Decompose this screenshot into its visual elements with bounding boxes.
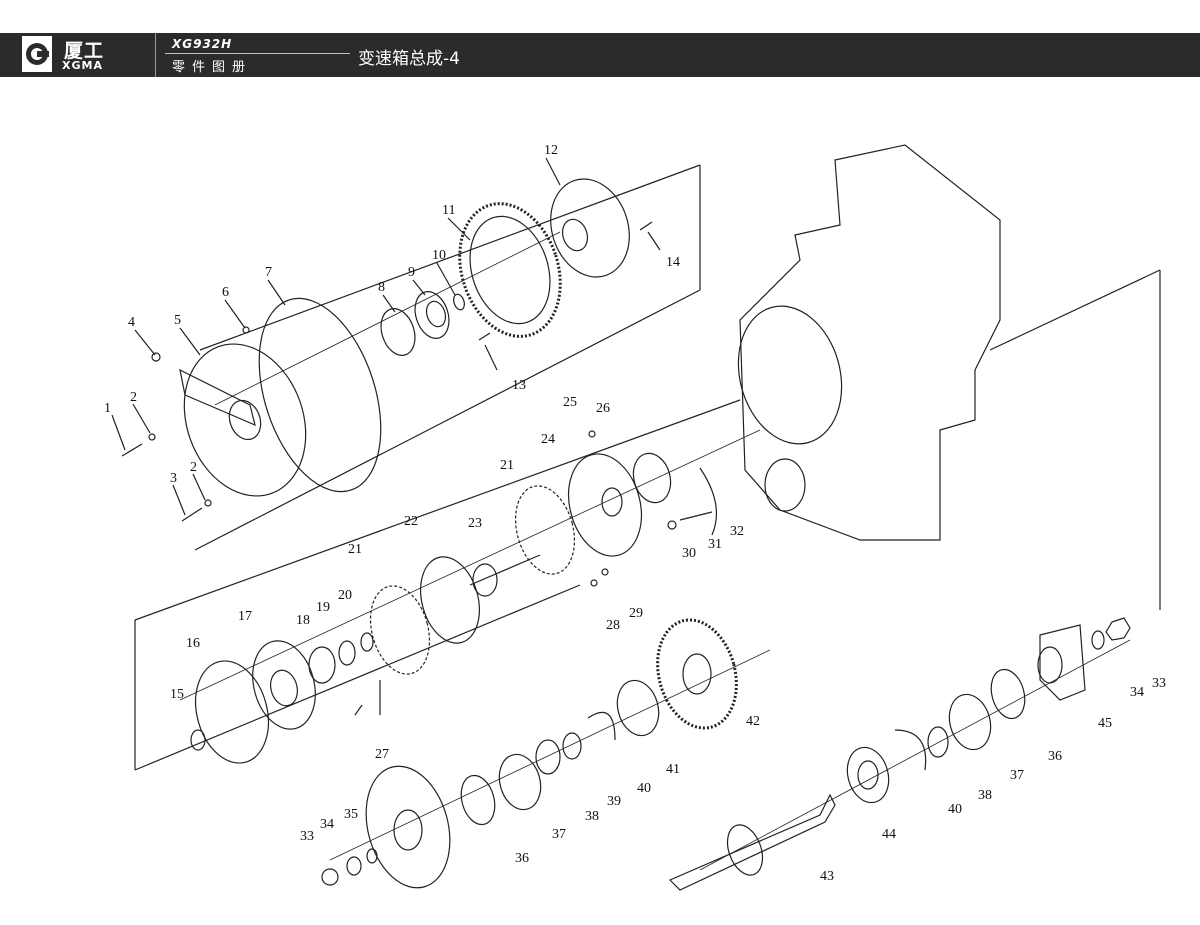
callout-21: 21 [500,458,514,473]
callout-14: 14 [666,255,680,270]
callout-43: 43 [820,869,834,884]
callout-9: 9 [408,265,415,280]
callout-4: 4 [128,315,135,330]
callout-2: 2 [130,390,137,405]
xgma-logo-icon [22,36,52,72]
callout-45: 45 [1098,716,1112,731]
callout-25: 25 [563,395,577,410]
callout-40: 40 [948,802,962,817]
callout-10: 10 [432,248,446,263]
callout-36: 36 [515,851,529,866]
callout-34: 34 [1130,685,1144,700]
model-number: XG932H [172,37,233,51]
callout-44: 44 [882,827,896,842]
callout-38: 38 [978,788,992,803]
callout-36: 36 [1048,749,1062,764]
callout-35: 35 [344,807,358,822]
callout-1: 1 [104,401,111,416]
callout-23: 23 [468,516,482,531]
callout-40: 40 [637,781,651,796]
header-bar [0,33,1200,77]
callout-39: 39 [607,794,621,809]
catalog-label: 零件图册 [172,60,253,75]
callout-34: 34 [320,817,334,832]
callout-30: 30 [682,546,696,561]
callout-20: 20 [338,588,352,603]
callout-3: 3 [170,471,177,486]
model-underline [165,53,350,54]
header-divider [155,33,156,77]
callout-29: 29 [629,606,643,621]
callout-16: 16 [186,636,200,651]
callout-32: 32 [730,524,744,539]
callout-13: 13 [512,378,526,393]
callout-19: 19 [316,600,330,615]
callout-6: 6 [222,285,229,300]
callout-15: 15 [170,687,184,702]
callout-33: 33 [300,829,314,844]
brand-name-cn: 厦工 [64,40,105,62]
callout-2: 2 [190,460,197,475]
callout-31: 31 [708,537,722,552]
callout-38: 38 [585,809,599,824]
callout-37: 37 [1010,768,1024,783]
callout-11: 11 [442,203,455,218]
callout-17: 17 [238,609,252,624]
callout-18: 18 [296,613,310,628]
callout-22: 22 [404,514,418,529]
brand-name-en: XGMA [62,59,103,72]
callout-33: 33 [1152,676,1166,691]
callout-41: 41 [666,762,680,777]
callout-37: 37 [552,827,566,842]
callout-24: 24 [541,432,555,447]
callout-21: 21 [348,542,362,557]
callout-26: 26 [596,401,610,416]
callout-28: 28 [606,618,620,633]
callout-8: 8 [378,280,385,295]
callout-42: 42 [746,714,760,729]
callout-27: 27 [375,747,389,762]
page-title: 变速箱总成-4 [358,49,460,69]
callout-7: 7 [265,265,272,280]
callout-5: 5 [174,313,181,328]
callout-12: 12 [544,143,558,158]
